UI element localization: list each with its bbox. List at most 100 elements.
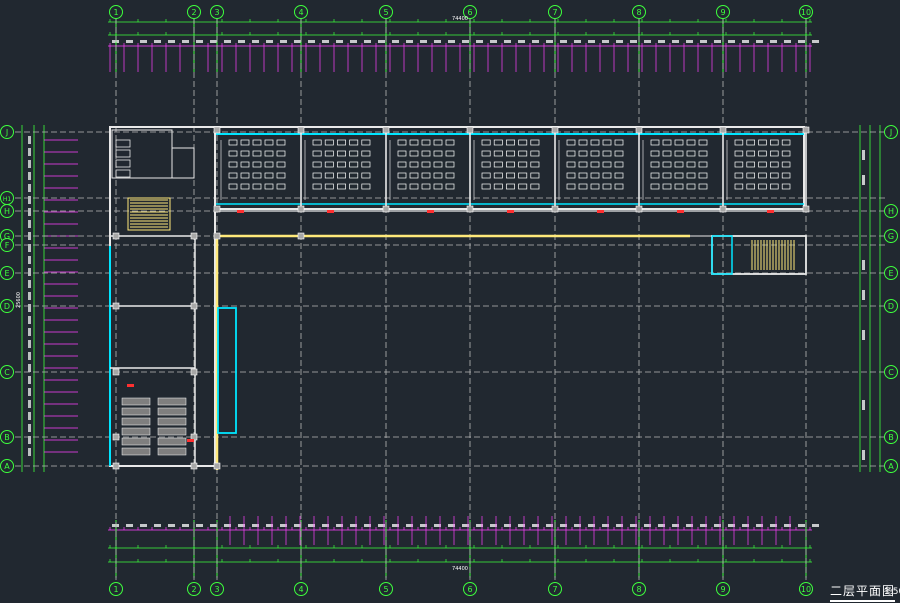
desk <box>445 172 455 179</box>
desk <box>518 161 528 168</box>
classroom-desks <box>220 139 286 200</box>
desk <box>674 161 684 168</box>
dimension-text-mark <box>364 524 371 527</box>
dimension-text-mark <box>28 268 31 276</box>
desk <box>662 150 672 157</box>
dimension-text-mark <box>420 524 427 527</box>
desk <box>566 139 576 146</box>
desk <box>602 139 612 146</box>
dimension-text-mark <box>504 524 511 527</box>
desk <box>337 139 346 146</box>
dimension-text-mark <box>756 40 763 43</box>
dimension-text-mark <box>126 40 133 43</box>
dimension-text-mark <box>476 40 483 43</box>
structural-column <box>802 126 810 134</box>
column-axis-label: 8 <box>636 585 641 594</box>
structural-column <box>297 126 305 134</box>
dimension-text-mark <box>602 40 609 43</box>
desk <box>590 139 600 146</box>
dimension-text-mark <box>182 40 189 43</box>
row-axis-label: H <box>888 207 894 216</box>
classroom-furniture <box>121 139 791 456</box>
dimension-text-mark <box>658 524 665 527</box>
dimension-text-mark <box>28 280 31 288</box>
desk <box>409 183 419 190</box>
toilet-room <box>171 147 195 179</box>
desk <box>590 172 600 179</box>
seat-row <box>157 417 187 426</box>
desk <box>698 183 708 190</box>
dimension-text-mark <box>28 436 31 444</box>
column-axis-label: 6 <box>467 585 472 594</box>
desk <box>337 161 346 168</box>
dimension-text-mark <box>28 400 31 408</box>
desk <box>602 172 612 179</box>
column-axis-bubble <box>187 582 201 596</box>
building-outline <box>109 126 810 470</box>
desk <box>506 172 515 179</box>
row-axis-label: A <box>888 462 894 471</box>
column-axis-label: 10 <box>801 585 811 594</box>
dimension-text-mark <box>28 256 31 264</box>
desk <box>758 161 767 168</box>
desk <box>228 150 238 157</box>
dimension-text-mark <box>728 524 735 527</box>
structural-column <box>112 433 120 441</box>
classroom-wing-outline <box>214 126 805 210</box>
desk <box>264 172 274 179</box>
desk <box>409 150 419 157</box>
desk <box>228 139 238 146</box>
row-axis-label: D <box>4 302 10 311</box>
dimension-text-mark <box>224 40 231 43</box>
dimension-text-mark <box>742 524 749 527</box>
column-axis-bubble <box>799 582 813 596</box>
column-axis-label: 5 <box>383 8 388 17</box>
dimension-text-mark <box>28 412 31 420</box>
dimension-text-mark <box>574 524 581 527</box>
desk <box>758 183 767 190</box>
desk <box>506 150 515 157</box>
desk <box>506 183 515 190</box>
structural-column <box>213 232 221 240</box>
dimension-text-mark <box>28 292 31 300</box>
row-axis-bubble <box>0 266 14 280</box>
desk <box>252 172 262 179</box>
desk <box>397 172 407 179</box>
dimension-text-mark <box>784 524 791 527</box>
desk <box>518 139 528 146</box>
desk <box>506 139 515 146</box>
dimension-text-mark <box>756 524 763 527</box>
door-mark <box>767 210 774 213</box>
desk <box>445 150 455 157</box>
dimension-text-mark <box>630 40 637 43</box>
desk <box>746 150 755 157</box>
desk <box>493 150 503 157</box>
desk <box>530 139 540 146</box>
dimension-text-mark <box>140 524 147 527</box>
row-axis-label: J <box>889 128 892 137</box>
desk <box>746 172 755 179</box>
dimension-text-mark <box>714 40 721 43</box>
dimension-text-mark <box>812 524 819 527</box>
dimension-text-mark <box>28 304 31 312</box>
dimension-text-mark <box>28 220 31 228</box>
row-axis-bubble <box>0 204 14 218</box>
dimension-text-mark <box>154 40 161 43</box>
desk <box>252 139 262 146</box>
toilet-fixture <box>115 169 131 178</box>
lecture-seating <box>121 397 187 456</box>
dimension-text-mark <box>784 40 791 43</box>
desk <box>252 161 262 168</box>
desk <box>770 183 779 190</box>
column-axis-label: 5 <box>383 585 388 594</box>
row-axis-label: G <box>888 232 894 241</box>
desk <box>228 161 238 168</box>
desk <box>228 172 238 179</box>
desk <box>349 172 359 179</box>
row-axis-bubble <box>884 299 898 313</box>
desk <box>686 139 696 146</box>
desk <box>252 183 262 190</box>
structural-column <box>112 462 120 470</box>
dimension-text-mark <box>294 40 301 43</box>
dimension-text-mark <box>862 290 865 300</box>
